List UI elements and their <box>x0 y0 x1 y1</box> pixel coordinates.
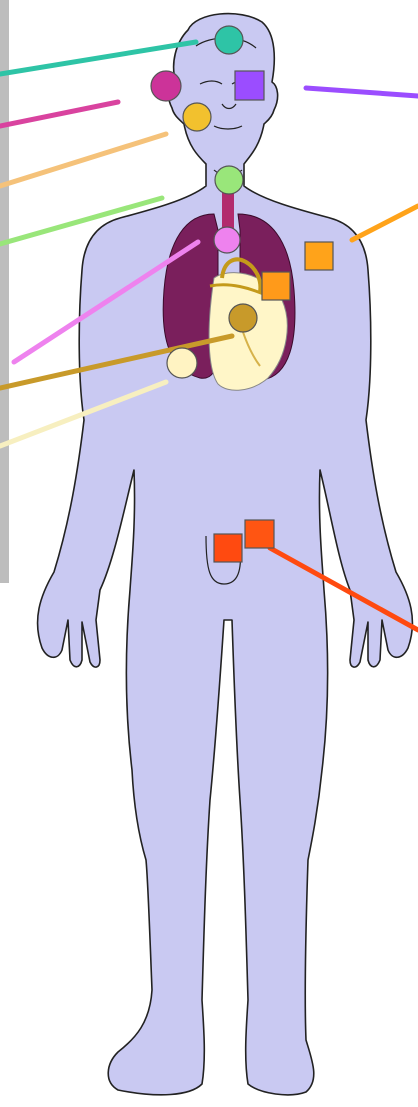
marker-orange-square-chest <box>262 272 290 300</box>
marker-bronze-circle <box>229 304 257 332</box>
marker-cream-circle <box>167 348 197 378</box>
marker-purple-square <box>235 71 264 100</box>
marker-gold-circle <box>183 103 211 131</box>
leader-line-teal <box>0 42 196 74</box>
leader-line-magenta <box>0 102 118 126</box>
leader-line-gold <box>0 134 166 186</box>
marker-teal-circle <box>215 26 243 54</box>
marker-green-circle <box>215 166 243 194</box>
leader-line-purple <box>306 88 418 96</box>
leader-line-orange <box>352 206 418 240</box>
marker-red-orange-square-left <box>214 534 242 562</box>
marker-red-orange-square-right <box>245 520 274 548</box>
marker-orange-square-shoulder <box>305 242 333 270</box>
marker-pink-circle <box>214 227 240 253</box>
marker-magenta-circle <box>151 71 181 101</box>
